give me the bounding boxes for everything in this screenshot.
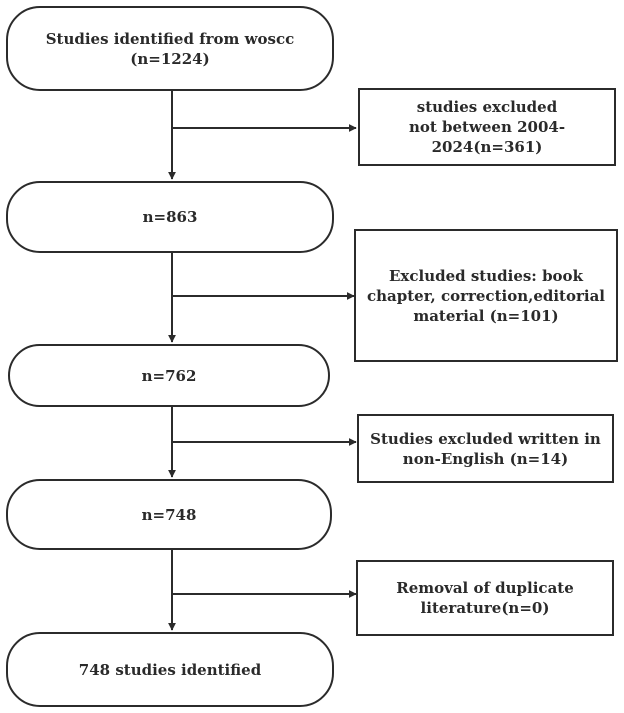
- step-748-box: n=748: [6, 479, 332, 550]
- step-identified-line-2: (n=1224): [130, 49, 210, 68]
- step-final-label: 748 studies identified: [78, 660, 262, 679]
- exclusion-type-line-3: material (n=101): [413, 306, 559, 325]
- step-863-box: n=863: [6, 181, 334, 253]
- step-762-box: n=762: [8, 344, 330, 407]
- exclusion-duplicate-line-1: Removal of duplicate: [396, 579, 574, 597]
- exclusion-type-line-2: chapter, correction,editorial: [366, 286, 606, 305]
- step-final-box: 748 studies identified: [6, 632, 334, 707]
- step-identified-box: Studies identified from woscc (n=1224): [6, 6, 334, 91]
- exclusion-date-line-2: not between 2004-: [408, 118, 566, 136]
- step-identified-line-1: Studies identified from woscc: [45, 29, 295, 48]
- step-748-label: n=748: [141, 505, 197, 524]
- exclusion-language-box: Studies excluded written in non-English …: [357, 414, 614, 483]
- exclusion-date-line-3: 2024(n=361): [431, 138, 543, 156]
- exclusion-duplicate-box: Removal of duplicate literature(n=0): [356, 560, 614, 636]
- exclusion-language-line-2: non-English (n=14): [402, 449, 569, 468]
- exclusion-type-box: Excluded studies: book chapter, correcti…: [354, 229, 618, 362]
- step-863-label: n=863: [142, 208, 198, 226]
- exclusion-date-box: studies excluded not between 2004- 2024(…: [358, 88, 616, 166]
- exclusion-duplicate-line-2: literature(n=0): [420, 599, 550, 617]
- step-762-label: n=762: [141, 366, 197, 385]
- exclusion-type-line-1: Excluded studies: book: [389, 266, 583, 285]
- exclusion-language-line-1: Studies excluded written in: [370, 429, 601, 448]
- exclusion-date-line-1: studies excluded: [416, 98, 558, 116]
